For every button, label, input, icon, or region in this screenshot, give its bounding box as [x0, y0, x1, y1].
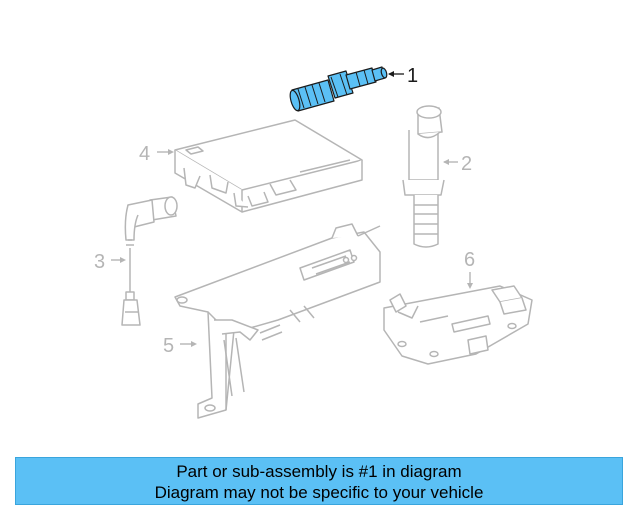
parts-diagram: 1 2 3	[94, 65, 533, 419]
part-2-ignition-coil[interactable]	[402, 105, 445, 248]
callout-4: 4	[139, 143, 150, 165]
leader-5	[180, 341, 197, 347]
leader-3	[111, 257, 126, 263]
part-3-sensor[interactable]	[121, 196, 178, 326]
info-banner: Part or sub-assembly is #1 in diagram Di…	[15, 457, 623, 505]
callout-6: 6	[464, 249, 475, 271]
banner-line-2: Diagram may not be specific to your vehi…	[154, 483, 484, 502]
callout-2: 2	[461, 153, 472, 175]
part-5-bracket[interactable]	[174, 223, 381, 419]
callout-3: 3	[94, 251, 105, 273]
banner-line-1: Part or sub-assembly is #1 in diagram	[176, 462, 462, 481]
part-4-control-module[interactable]	[174, 119, 363, 213]
part-6-plate[interactable]	[383, 285, 533, 365]
leader-2	[443, 159, 458, 165]
leader-1	[388, 71, 404, 77]
callout-5: 5	[163, 335, 174, 357]
leader-4	[157, 149, 174, 155]
part-1-spark-plug[interactable]	[288, 66, 388, 112]
leader-6	[467, 272, 473, 289]
callout-1: 1	[407, 65, 418, 87]
